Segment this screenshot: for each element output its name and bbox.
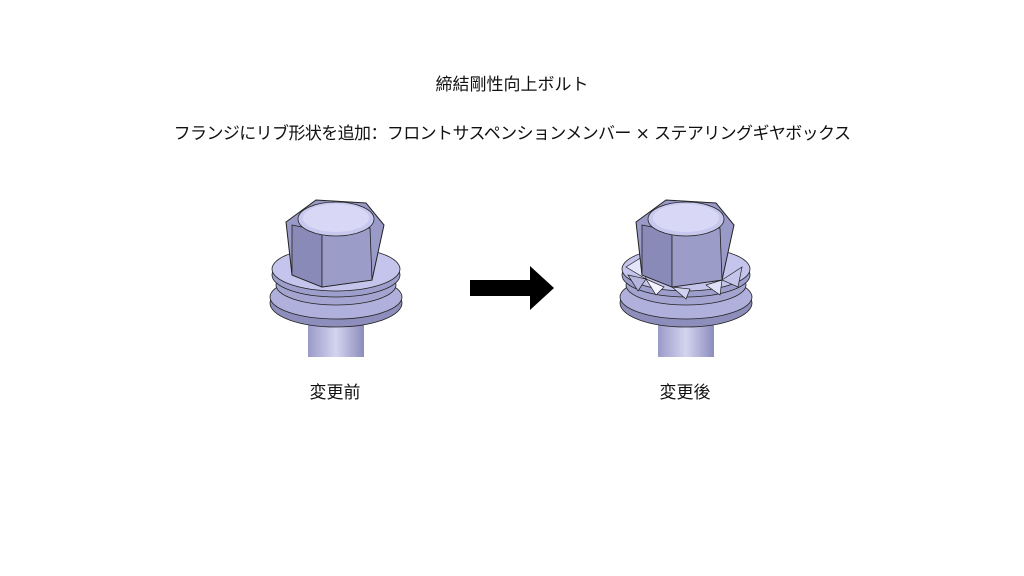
slide-title: 締結剛性向上ボルト [435,75,589,95]
bolt-before-image [269,199,403,358]
after-label: 変更後 [659,383,711,403]
before-label: 変更前 [309,383,361,403]
arrow-right-icon [470,266,554,310]
bolt-after-image [619,199,753,358]
slide-subtitle: フランジにリブ形状を追加：フロントサスペンションメンバー × ステアリングギヤボ… [173,124,851,144]
